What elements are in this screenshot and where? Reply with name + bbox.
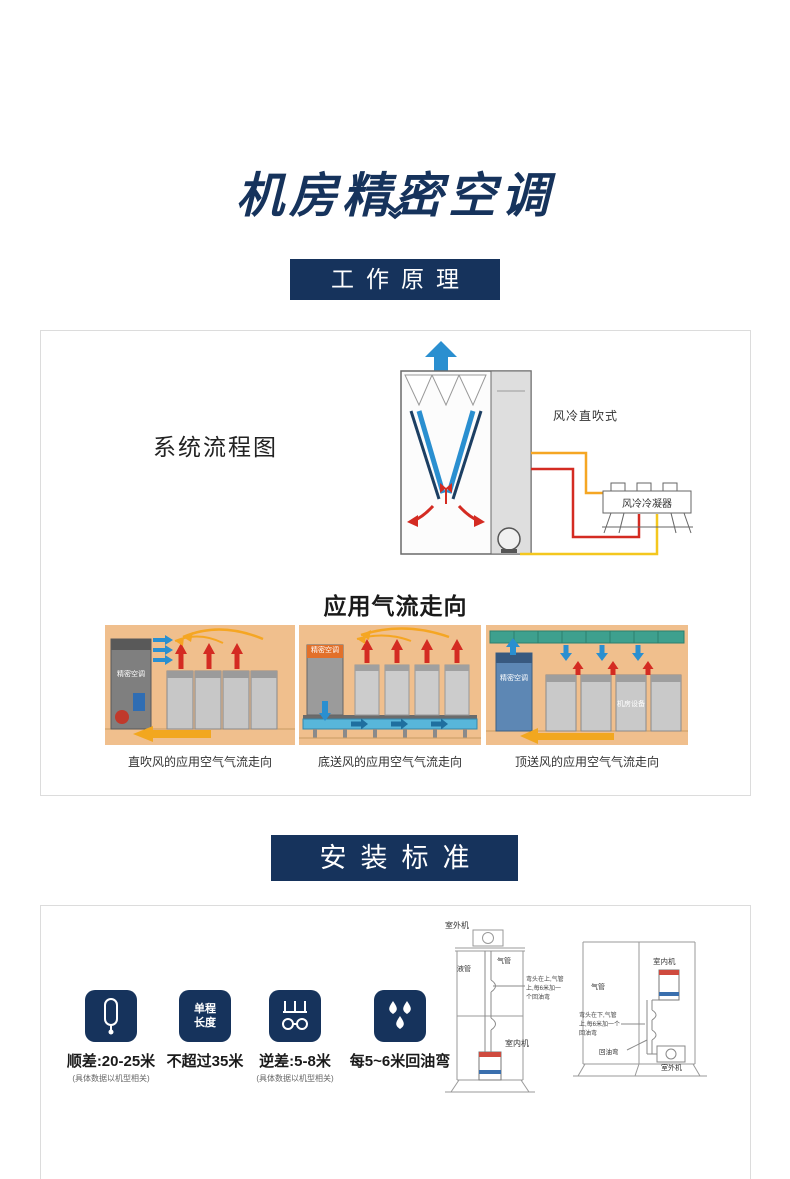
outdoor-unit-label: 室外机: [661, 1065, 682, 1072]
length-icon-text: 单程长度: [194, 1002, 216, 1029]
flow-diagram-label: 系统流程图: [153, 434, 278, 460]
gas-pipe-label: 气管: [591, 984, 605, 991]
spec-note: (具体数据以机型相关): [72, 1074, 150, 1083]
airflow-drawing-overhead: [486, 625, 688, 745]
oil-bend-label: 回油弯: [599, 1049, 619, 1056]
diagram-caption: 顶送风的应用空气气流走向: [514, 755, 659, 769]
install-drawing-right: [573, 941, 707, 1077]
principle-panel: 系统流程图: [40, 330, 751, 796]
chevron-down-icon: [381, 200, 409, 222]
spec-reverse-diff: 逆差:5-8米 (具体数据以机型相关): [247, 990, 343, 1084]
gas-pipe-label: 气管: [497, 958, 511, 965]
indoor-unit-label: 室内机: [653, 957, 676, 966]
spec-label: 逆差:5-8米: [259, 1053, 331, 1070]
unit-type-label: 风冷直吹式: [553, 409, 619, 423]
install-panel: 顺差:20-25米 (具体数据以机型相关) 单程长度 不超过35米: [40, 905, 751, 1179]
install-drawing-outdoor-above: 室外机 气管 液管 弯头在上,气管上,每6米加一个回油弯 室内机: [429, 920, 567, 1095]
indoor-unit-label: 室内机: [505, 1039, 529, 1048]
install-drawing-left: [445, 929, 535, 1093]
airflow-heading: 应用气流走向: [323, 593, 468, 619]
spec-note: (具体数据以机型相关): [256, 1074, 334, 1083]
spec-label: 顺差:20-25米: [66, 1053, 156, 1070]
airflow-diagram-overhead: 精密空调 机房设备 顶送风的应用空气气流走向: [486, 625, 688, 770]
install-note: 弯头在上,气管上,每6米加一个回油弯: [526, 977, 564, 1001]
pipe-icon: [85, 990, 137, 1042]
manifold-icon: [269, 990, 321, 1042]
airflow-diagram-underfloor: 精密空调 底送风的应用空气气流走向: [299, 625, 481, 770]
oil-drops-icon: [374, 990, 426, 1042]
crac-unit-label: 精密空调: [311, 647, 339, 654]
crac-unit-label: 精密空调: [500, 675, 528, 682]
diagram-caption: 底送风的应用空气气流走向: [317, 755, 462, 769]
condenser-label: 风冷冷凝器: [622, 499, 672, 510]
spec-label: 每5~6米回油弯: [349, 1053, 451, 1070]
install-drawing-indoor-above: 室内机 气管 弯头在下,气管上,每6米加一个回油弯 回油弯 室外机: [573, 936, 707, 1088]
rack-label: 机房设备: [617, 701, 645, 708]
section-badge-install: 安装标准: [271, 835, 518, 881]
system-flow-diagram: 风冷直吹式 风冷冷凝器: [381, 341, 721, 586]
outdoor-unit-label: 室外机: [445, 921, 469, 930]
spec-height-diff: 顺差:20-25米 (具体数据以机型相关): [59, 990, 163, 1084]
airflow-drawing-underfloor: [299, 625, 481, 745]
spec-oil-bend: 每5~6米回油弯: [343, 990, 457, 1084]
airflow-drawing-direct: [105, 625, 295, 745]
diagram-caption: 直吹风的应用空气气流走向: [127, 755, 272, 769]
section-badge-principle: 工作原理: [290, 259, 500, 300]
install-specs: 顺差:20-25米 (具体数据以机型相关) 单程长度 不超过35米: [59, 990, 457, 1084]
spec-label: 不超过35米: [166, 1053, 244, 1070]
flow-diagram-drawing: [400, 341, 693, 556]
length-text-icon: 单程长度: [179, 990, 231, 1042]
liquid-pipe-label: 液管: [457, 966, 471, 973]
crac-unit-label: 精密空调: [117, 671, 145, 678]
airflow-diagram-direct: 精密空调 直吹风的应用空气气流走向: [105, 625, 295, 770]
install-note: 弯头在下,气管上,每6米加一个回油弯: [579, 1013, 621, 1037]
spec-run-length: 单程长度 不超过35米: [163, 990, 247, 1084]
